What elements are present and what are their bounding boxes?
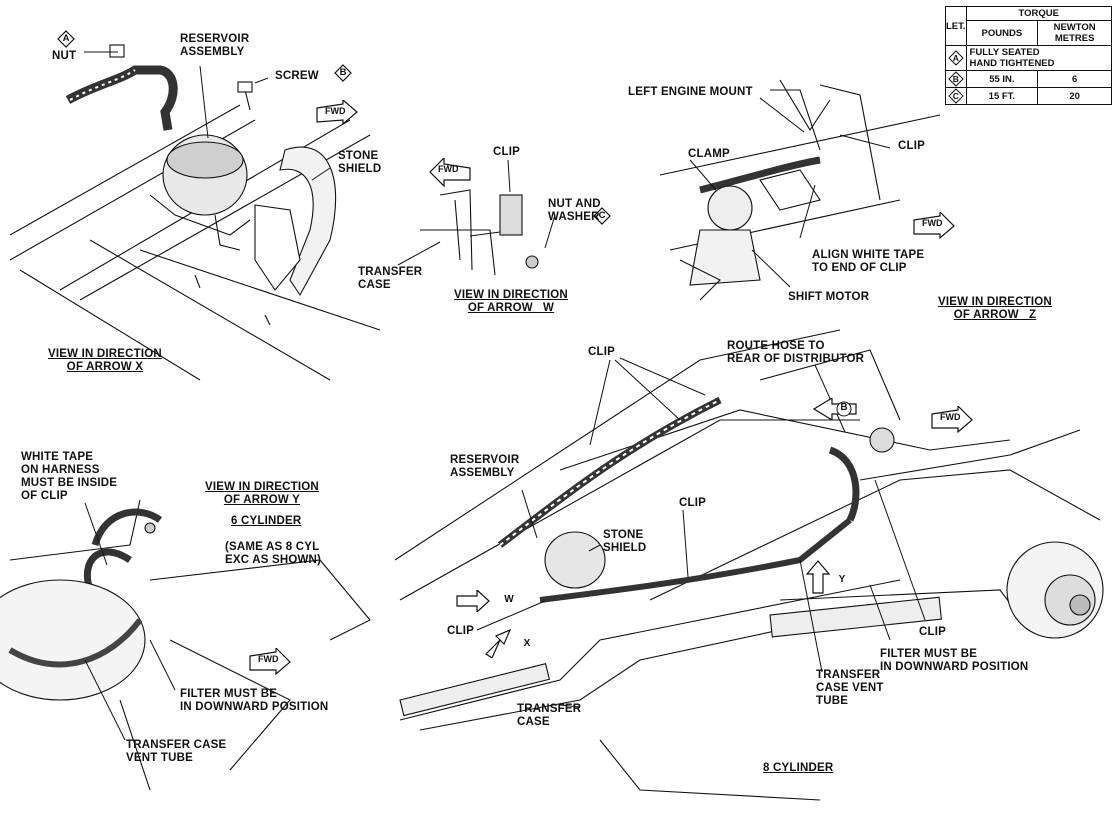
label-reservoir-x: RESERVOIR ASSEMBLY: [180, 33, 250, 58]
label-transfer-vent-main: TRANSFER CASE VENT TUBE: [816, 669, 884, 707]
label-clip-left: CLIP: [447, 625, 474, 637]
label-clip-right: CLIP: [919, 626, 946, 638]
label-reservoir-main: RESERVOIR ASSEMBLY: [450, 454, 520, 479]
torque-title: TORQUE: [965, 6, 1113, 21]
torque-tag-b: B: [948, 71, 964, 87]
label-shift-motor: SHIFT MOTOR: [788, 291, 870, 303]
label-align-tape: ALIGN WHITE TAPE TO END OF CLIP: [812, 249, 925, 274]
label-view-z: VIEW IN DIRECTION OF ARROW Z: [938, 296, 1052, 321]
torque-tag-c: C: [948, 88, 964, 104]
torque-table: LET. TORQUE POUNDS NEWTON METRES A FULLY…: [945, 6, 1113, 105]
label-transfer-case-w: TRANSFER CASE: [358, 266, 423, 291]
main-drawing: [394, 329, 1104, 801]
fwd-arrow-y: FWD: [248, 646, 292, 676]
torque-row-c: C 15 FT. 20: [945, 87, 1112, 105]
label-route-hose: ROUTE HOSE TO REAR OF DISTRIBUTOR: [727, 340, 865, 365]
torque-row-b: B 55 IN. 6: [945, 70, 1112, 88]
label-6-cylinder: 6 CYLINDER: [231, 515, 302, 527]
label-clip-z: CLIP: [898, 140, 925, 152]
leader-lines: [84, 51, 926, 741]
view-z-drawing: [659, 79, 941, 301]
label-nut-washer: NUT AND WASHER: [548, 198, 601, 223]
fwd-arrow-w: FWD: [428, 156, 472, 188]
torque-note-a: FULLY SEATED HAND TIGHTENED: [965, 45, 1113, 71]
label-clip-mid: CLIP: [679, 497, 706, 509]
torque-newton-c: 20: [1037, 87, 1112, 105]
fwd-arrow-main: FWD: [930, 404, 974, 434]
torque-tag-a: A: [948, 50, 964, 66]
label-nut: NUT: [52, 50, 77, 62]
view-arrow-w: W: [455, 588, 514, 614]
fwd-arrow-z: FWD: [912, 210, 956, 240]
label-stone-shield-main: STONE SHIELD: [603, 529, 647, 554]
view-arrow-y: Y: [805, 560, 845, 594]
label-8-cylinder: 8 CYLINDER: [763, 762, 834, 774]
label-transfer-vent-left: TRANSFER CASE VENT TUBE: [126, 739, 227, 764]
tag-c-diamond: C: [593, 207, 611, 225]
view-arrow-x: X: [482, 628, 530, 659]
tag-a-diamond: A: [57, 30, 75, 48]
label-filter-right: FILTER MUST BE IN DOWNWARD POSITION: [880, 648, 1029, 673]
label-clip-w: CLIP: [493, 146, 520, 158]
label-view-y: VIEW IN DIRECTION OF ARROW Y: [205, 481, 319, 506]
tag-b-diamond: B: [334, 64, 352, 82]
torque-col-let: LET.: [945, 6, 967, 46]
torque-row-a: A FULLY SEATED HAND TIGHTENED: [945, 45, 1113, 71]
torque-col-pounds: POUNDS: [965, 20, 1039, 46]
torque-pounds-b: 55 IN.: [965, 70, 1039, 88]
view-w-drawing: [420, 189, 539, 276]
torque-col-newton: NEWTON METRES: [1037, 20, 1112, 46]
label-filter-left: FILTER MUST BE IN DOWNWARD POSITION: [180, 688, 329, 713]
label-clip-top: CLIP: [588, 346, 615, 358]
torque-newton-b: 6: [1037, 70, 1112, 88]
label-left-engine-mount: LEFT ENGINE MOUNT: [628, 86, 753, 98]
view-y-drawing: [0, 499, 371, 791]
label-stone-shield-x: STONE SHIELD: [338, 150, 382, 175]
label-view-w: VIEW IN DIRECTION OF ARROW W: [454, 289, 568, 314]
label-clamp: CLAMP: [688, 148, 730, 160]
label-screw: SCREW: [275, 70, 319, 82]
label-same-as: (SAME AS 8 CYL EXC AS SHOWN): [225, 541, 322, 566]
label-white-tape: WHITE TAPE ON HARNESS MUST BE INSIDE OF …: [21, 451, 118, 502]
label-transfer-case-main: TRANSFER CASE: [517, 703, 582, 728]
view-x-drawing: [9, 44, 381, 381]
torque-pounds-c: 15 FT.: [965, 87, 1039, 105]
fwd-arrow-x: FWD: [315, 98, 359, 126]
view-arrow-b: B: [812, 396, 858, 422]
label-view-x: VIEW IN DIRECTION OF ARROW X: [48, 348, 162, 373]
